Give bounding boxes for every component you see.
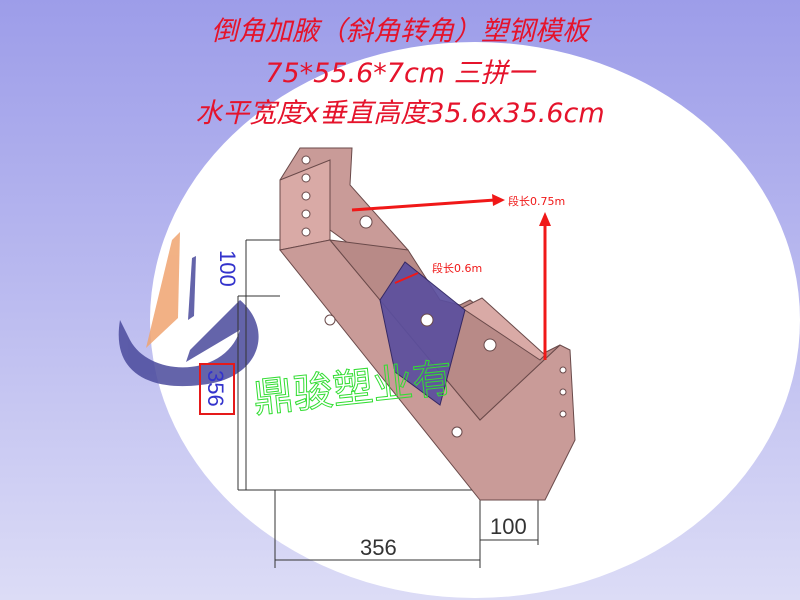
dim-highlight-box [199, 363, 235, 415]
dim-horizontal-right: 100 [490, 514, 527, 539]
segment-short-label: 段长0.6m [432, 261, 482, 275]
dim-vertical-top: 100 [215, 250, 240, 287]
product-title: 倒角加腋（斜角转角）塑钢模板 [211, 16, 589, 47]
mold-center-section [379, 261, 466, 406]
segment-long-label: 段长0.75m [508, 194, 565, 208]
product-size: 75*55.6*7cm 三拼一 [265, 58, 535, 89]
segment-arrows [351, 194, 551, 360]
product-dimensions: 水平宽度x垂直高度35.6x35.6cm [195, 98, 605, 129]
dim-horizontal-main: 356 [360, 535, 397, 560]
dim-vertical-main: 356 [203, 370, 228, 407]
mold-body [279, 147, 576, 501]
